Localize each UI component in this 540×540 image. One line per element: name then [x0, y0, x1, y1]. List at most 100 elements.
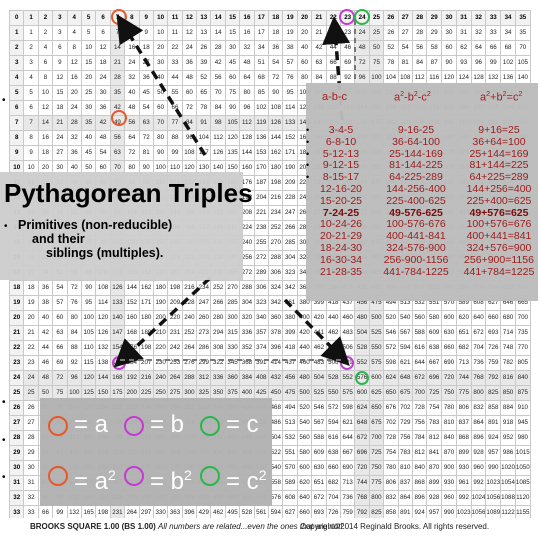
triple-row: 7-24-25 49-576-625 49+576=625: [306, 206, 538, 220]
triple-abc: 3-4-5: [328, 124, 354, 136]
grid-cell: 140: [109, 310, 126, 326]
orange-circle-icon: [48, 416, 68, 436]
triple-sum: 81+144=225: [469, 159, 529, 172]
triple-sum: 100+576=676: [466, 218, 532, 231]
grid-cell: 72: [52, 370, 68, 386]
grid-cell: 624: [354, 400, 370, 416]
orange-circle-icon: [111, 110, 127, 126]
bullet-marker: •: [306, 136, 310, 147]
triple-abc: 12-16-20: [319, 182, 363, 195]
grid-cell: 112: [239, 115, 255, 131]
title-panel: Pythagorean Triples • Primitives (non-re…: [0, 172, 253, 280]
grid-cell: 96: [66, 370, 82, 386]
grid-cell: 34: [500, 10, 516, 26]
triple-squares: 324-576-900: [386, 241, 446, 254]
triple-squares: 256-900-1156: [383, 253, 449, 266]
purple-circle-icon: [124, 466, 144, 486]
triple-squares: 25-144-169: [389, 147, 443, 160]
header-sum: a2+b2=c2: [480, 91, 523, 104]
triple-squares: 400-441-841: [386, 230, 446, 243]
triple-sum: 36+64=100: [472, 135, 526, 148]
triple-abc: 21-28-35: [319, 265, 363, 278]
triple-squares: 49-576-625: [389, 206, 443, 219]
triple-abc: 16-30-34: [319, 253, 363, 266]
bullet-marker: •: [306, 125, 310, 135]
grid-cell: 6: [8, 100, 25, 116]
triple-sum: 256+900=1156: [464, 253, 534, 266]
grid-cell: 575: [368, 355, 385, 371]
grid-cell: 588: [411, 325, 428, 341]
grid-cell: 480: [354, 310, 370, 326]
footer: BROOKS SQUARE 1.00 (BS 1.00) All numbers…: [0, 518, 540, 540]
triple-row: 16-30-34 256-900-1156 256+900=1156: [306, 253, 538, 267]
grid-cell: 175: [109, 385, 126, 401]
grid-cell: 91: [196, 115, 212, 131]
footer-note: All numbers are related...even the ones …: [158, 522, 343, 531]
grid-cell: 792: [485, 370, 502, 386]
triple-abc: 5-12-13: [322, 147, 360, 160]
green-circle-icon: [354, 9, 370, 25]
grid-cell: 792: [354, 505, 370, 521]
grid-cell: 1120: [514, 490, 531, 506]
grid-cell: 25: [368, 25, 385, 41]
grid-cell: 744: [455, 370, 472, 386]
grid-cell: 133: [109, 295, 126, 311]
grid-cell: 528: [325, 370, 341, 386]
grid-cell: 275: [167, 385, 183, 401]
grid-cell: 825: [485, 385, 502, 401]
green-circle-icon: [200, 466, 220, 486]
grid-cell: 725: [426, 385, 443, 401]
grid-cell: 20: [8, 310, 25, 326]
triple-abc: 10-24-26: [319, 218, 363, 231]
grid-cell: 13: [196, 10, 212, 26]
triple-abc: 6-8-10: [325, 135, 357, 148]
grid-cell: 150: [95, 385, 111, 401]
grid-cell: 288: [181, 370, 198, 386]
grid-cell: 49: [109, 115, 126, 131]
triple-abc: 7-24-25: [322, 206, 360, 219]
grid-cell: 408: [253, 370, 270, 386]
bullet-marker: •: [2, 95, 6, 106]
legend-panel: = a = b = c = a2 = b2 = c2: [40, 398, 272, 506]
grid-cell: 672: [354, 430, 370, 446]
triple-sum: 49+576=625: [469, 206, 529, 219]
grid-cell: 840: [514, 370, 531, 386]
grid-cell: 21: [8, 325, 25, 341]
green-circle-icon: [355, 371, 369, 385]
grid-cell: 28: [66, 115, 82, 131]
bullet-marker: •: [2, 472, 6, 483]
grid-cell: 21: [52, 115, 68, 131]
grid-cell: 33: [485, 10, 502, 26]
footer-name: BROOKS SQUARE 1.00 (BS 1.00): [30, 522, 156, 531]
triple-abc: 9-12-15: [322, 159, 360, 172]
grid-cell: 147: [109, 325, 126, 341]
grid-cell: 4: [8, 70, 25, 86]
triple-squares: 441-784-1225: [383, 265, 449, 278]
grid-cell: 350: [210, 385, 226, 401]
grid-cell: 325: [196, 385, 212, 401]
grid-cell: 4: [66, 10, 82, 26]
grid-cell: 7: [8, 115, 25, 131]
grid-cell: 200: [124, 385, 140, 401]
triple-abc: 20-21-29: [319, 230, 363, 243]
triple-sum: 441+784=1225: [463, 265, 535, 278]
grid-cell: 700: [368, 430, 385, 446]
grid-cell: 720: [354, 460, 370, 476]
purple-circle-icon: [340, 356, 354, 370]
grid-cell: 25: [368, 10, 385, 26]
triple-abc: 8-15-17: [322, 171, 360, 184]
grid-cell: 624: [383, 370, 399, 386]
grid-cell: 25: [8, 385, 25, 401]
grid-cell: 432: [268, 370, 284, 386]
bullet-marker: •: [2, 397, 6, 408]
triple-squares: 144-256-400: [386, 182, 446, 195]
